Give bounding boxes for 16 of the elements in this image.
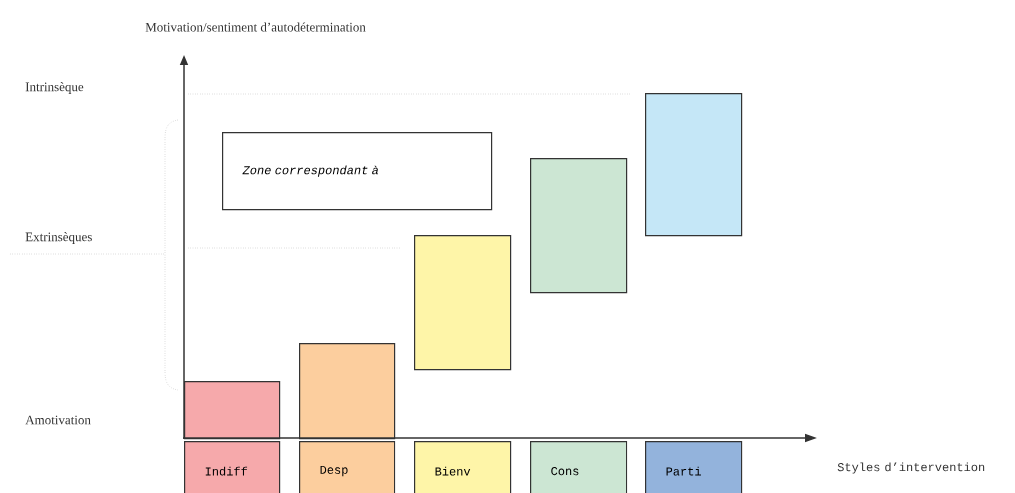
- bar: [530, 158, 628, 294]
- style-box: Cons: [530, 441, 628, 493]
- style-box: Indiff: [184, 441, 281, 493]
- axis-label: Amotivation: [25, 415, 91, 425]
- style-box: Desp: [299, 441, 396, 493]
- bar: [645, 93, 743, 237]
- bar: [414, 235, 512, 371]
- text-box: Zone correspondant à: [222, 132, 493, 211]
- style-box: Bienv: [414, 441, 512, 493]
- axis-label: Extrinsèques: [25, 232, 92, 244]
- axis-label: Motivation/sentiment d’autodétermination: [145, 22, 366, 32]
- style-box: Parti: [645, 441, 743, 493]
- bar: [184, 381, 281, 440]
- bar: [299, 343, 396, 440]
- axis-label: Intrinsèque: [25, 82, 84, 94]
- axis-label: Styles d’intervention: [837, 462, 985, 474]
